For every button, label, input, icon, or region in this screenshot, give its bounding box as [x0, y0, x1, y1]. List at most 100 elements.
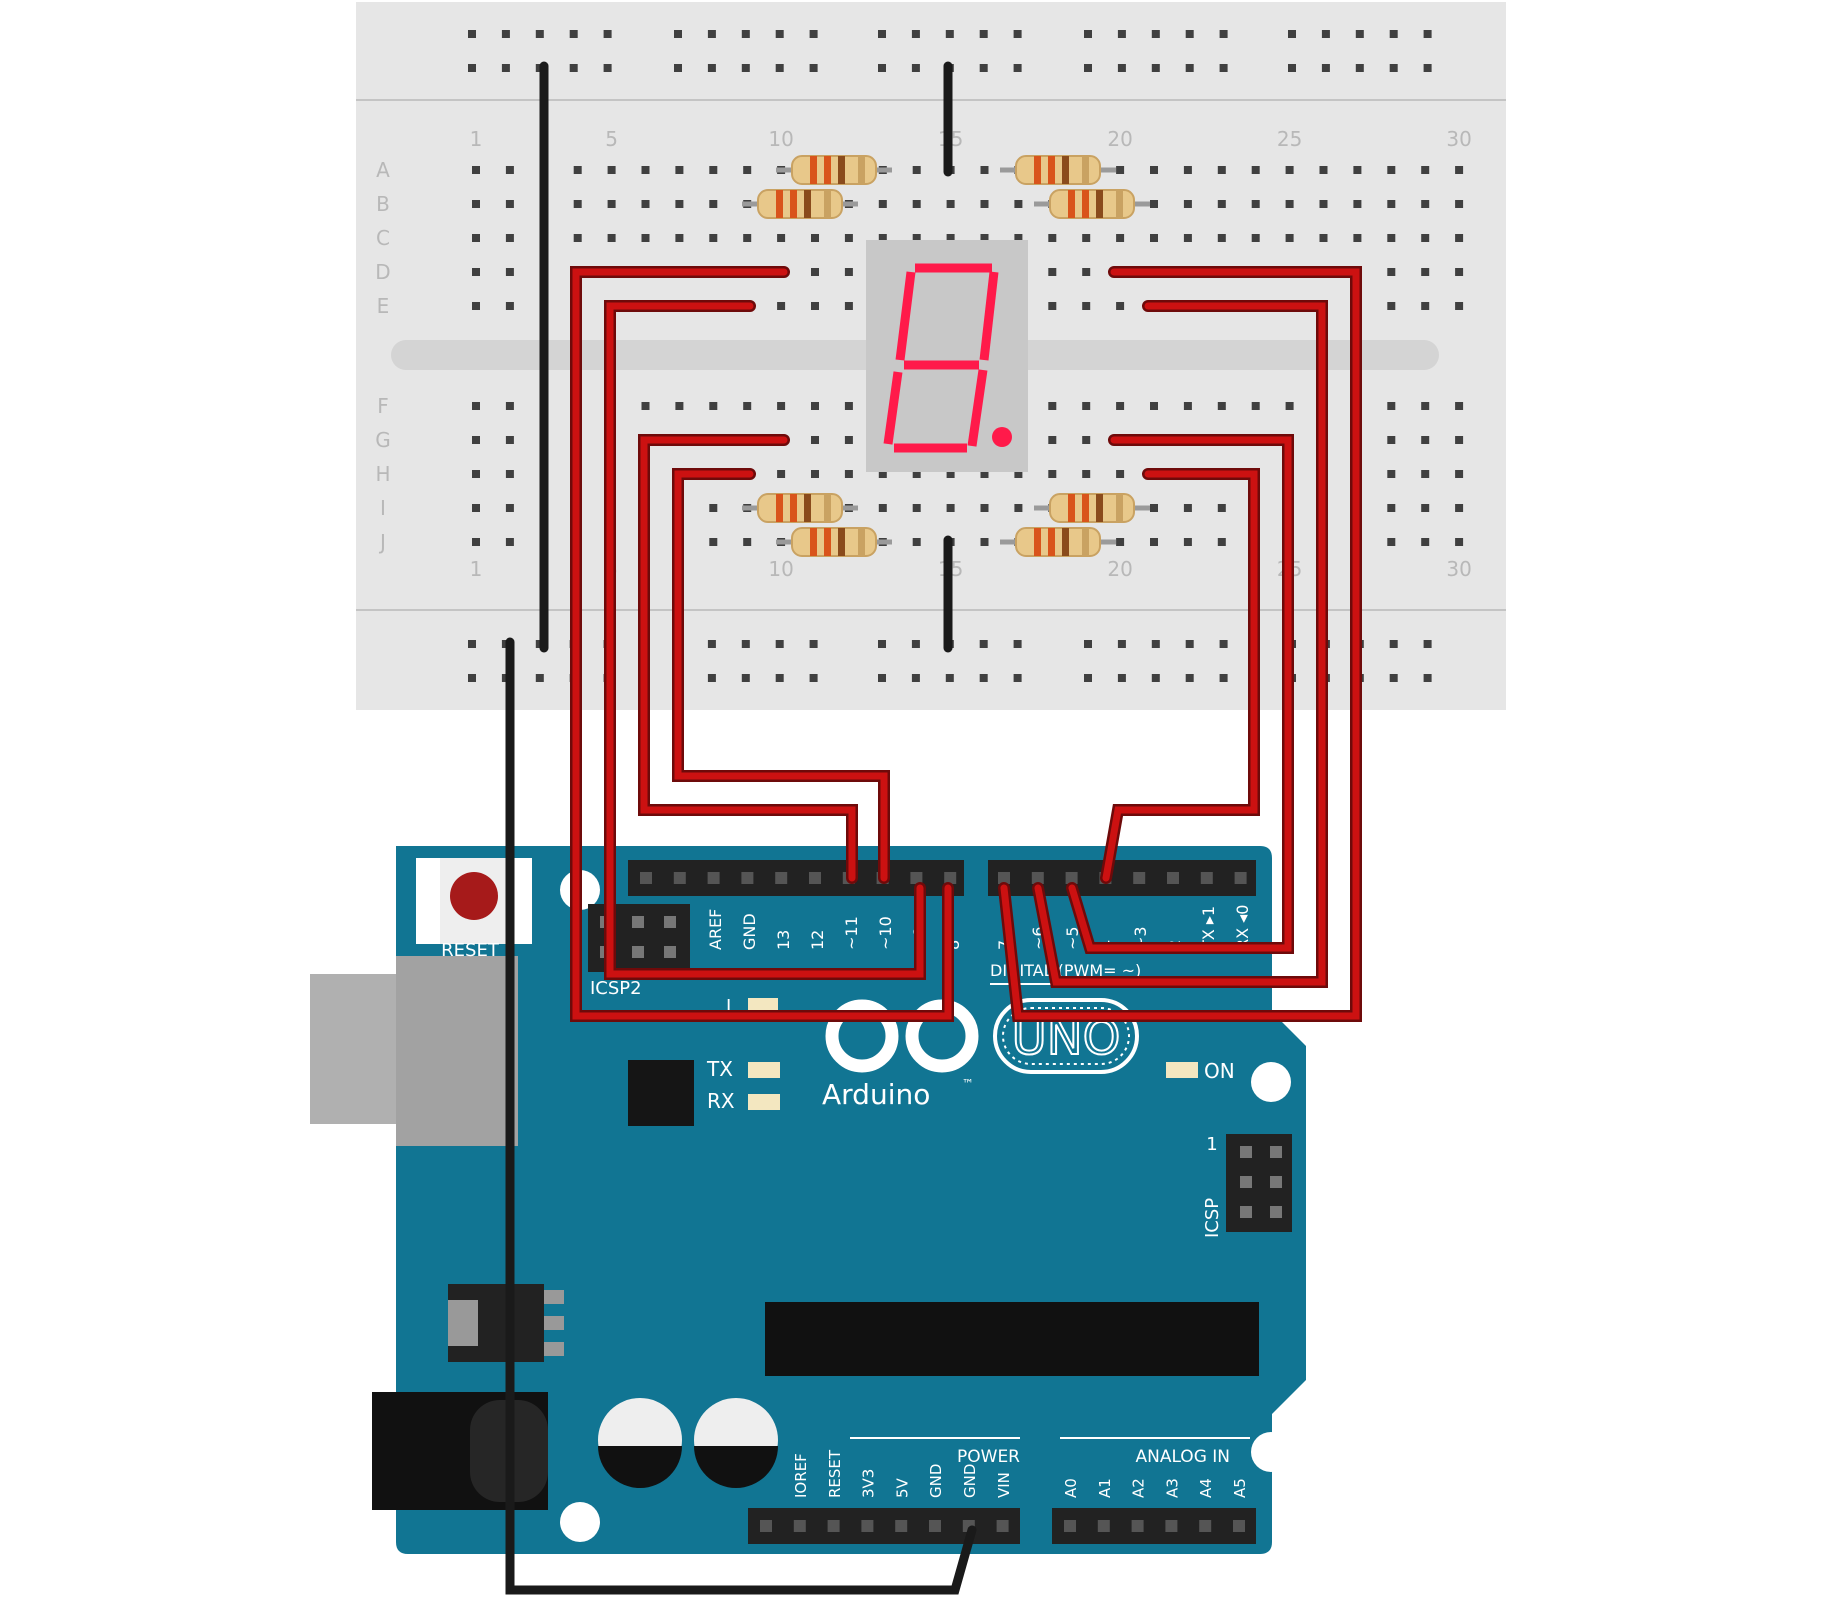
- breadboard-hole: [1116, 166, 1125, 174]
- breadboard-hole: [573, 234, 582, 242]
- rail-hole: [979, 674, 988, 682]
- rail-hole: [775, 674, 784, 682]
- uno-badge-inner: [1002, 1007, 1130, 1065]
- breadboard-hole: [1183, 166, 1192, 174]
- breadboard-hole: [1285, 402, 1294, 410]
- analog-pin-label: A0: [1062, 1478, 1080, 1498]
- breadboard-hole: [1285, 200, 1294, 208]
- rail-hole: [1423, 674, 1432, 682]
- mounting-hole: [560, 1502, 600, 1542]
- row-letter: D: [375, 260, 390, 284]
- rail-hole: [501, 64, 510, 72]
- breadboard-hole: [641, 234, 650, 242]
- icsp2-pin: [632, 916, 644, 928]
- breadboard-hole: [1150, 538, 1158, 546]
- rail-hole: [878, 64, 886, 72]
- breadboard-hole: [1421, 302, 1430, 310]
- breadboard-hole: [1183, 504, 1192, 512]
- breadboard-hole: [844, 436, 853, 444]
- breadboard-hole: [844, 234, 853, 242]
- breadboard-hole: [1082, 268, 1091, 276]
- breadboard-hole: [505, 402, 514, 410]
- breadboard-hole: [1455, 200, 1464, 208]
- breadboard-hole: [743, 166, 752, 174]
- rail-hole: [775, 30, 784, 38]
- breadboard-hole: [1319, 166, 1328, 174]
- resistor: [1000, 527, 1116, 557]
- header-pin: [809, 872, 821, 884]
- rail-hole: [1219, 674, 1228, 682]
- breadboard-hole: [1217, 538, 1226, 546]
- rail-hole: [911, 30, 920, 38]
- digital-pin-label: AREF: [706, 909, 725, 950]
- header-pin: [1133, 872, 1146, 884]
- power-pin-label: GND: [927, 1464, 945, 1498]
- rail-hole: [1185, 640, 1194, 648]
- breadboard-hole: [777, 402, 786, 410]
- breadboard-hole: [1217, 200, 1226, 208]
- rail-hole: [1117, 674, 1126, 682]
- breadboard-hole: [1421, 402, 1430, 410]
- breadboard-hole: [1048, 470, 1057, 478]
- digital-pin-label: RX ◂0: [1233, 905, 1252, 950]
- rail-hole: [1117, 640, 1126, 648]
- header-pin: [827, 1520, 840, 1532]
- breadboard-hole: [709, 538, 718, 546]
- breadboard-hole: [472, 504, 480, 512]
- breadboard-hole: [1421, 234, 1430, 242]
- rail-hole: [741, 640, 750, 648]
- breadboard-hole: [844, 302, 853, 310]
- breadboard-hole: [505, 234, 514, 242]
- rail-hole: [878, 640, 886, 648]
- breadboard-hole: [946, 200, 955, 208]
- power-pin-label: RESET: [826, 1449, 844, 1498]
- breadboard-hole: [844, 402, 853, 410]
- reset-button[interactable]: [450, 872, 498, 920]
- breadboard-hole: [1387, 402, 1396, 410]
- rail-hole: [775, 640, 784, 648]
- breadboard-hole: [980, 538, 989, 546]
- breadboard-hole: [1014, 234, 1023, 242]
- icsp-pin: [1270, 1206, 1282, 1218]
- rail-hole: [468, 640, 476, 648]
- analog-header: [1052, 1508, 1256, 1544]
- rail-hole: [674, 30, 682, 38]
- rail-hole: [1185, 30, 1194, 38]
- breadboard-hole: [641, 402, 650, 410]
- breadboard-hole: [777, 234, 786, 242]
- trademark: ™: [962, 1077, 974, 1091]
- resistor: [776, 527, 892, 557]
- rail-hole: [674, 64, 682, 72]
- breadboard-hole: [505, 436, 514, 444]
- signal-wire: [1068, 436, 1292, 952]
- breadboard-hole: [1387, 302, 1396, 310]
- breadboard-hole: [1082, 234, 1091, 242]
- signal-wire: [1034, 302, 1326, 986]
- breadboard-hole: [505, 166, 514, 174]
- header-pin: [793, 1520, 806, 1532]
- breadboard-hole: [505, 504, 514, 512]
- breadboard-hole: [1455, 402, 1464, 410]
- column-number: 20: [1107, 557, 1132, 581]
- rx-led: [748, 1094, 780, 1110]
- breadboard-hole: [912, 504, 921, 512]
- breadboard-hole: [709, 166, 718, 174]
- rail-hole: [501, 30, 510, 38]
- rail-hole: [707, 640, 716, 648]
- breadboard-hole: [1421, 504, 1430, 512]
- breadboard-hole: [980, 200, 989, 208]
- capacitor: [694, 1398, 778, 1488]
- breadboard-hole: [844, 268, 853, 276]
- breadboard-hole: [1319, 200, 1328, 208]
- resistor: [1034, 493, 1150, 523]
- usb-chip: [628, 1060, 694, 1126]
- breadboard-hole: [1082, 436, 1091, 444]
- header-pin: [1233, 1520, 1245, 1532]
- row-letter: E: [377, 294, 390, 318]
- breadboard-hole: [1387, 234, 1396, 242]
- header-pin: [1165, 1520, 1178, 1532]
- breadboard-hole: [607, 200, 616, 208]
